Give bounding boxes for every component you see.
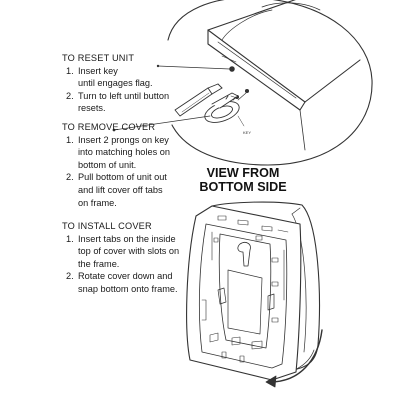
reset-heading: TO RESET UNIT xyxy=(62,53,135,63)
remove-leader-line xyxy=(113,115,211,131)
remove-step-1: 1.Insert 2 prongs on key into matching h… xyxy=(66,134,170,170)
install-heading: TO INSTALL COVER xyxy=(62,221,152,231)
install-step-2: 2.Rotate cover down and snap bottom onto… xyxy=(66,271,178,294)
reset-step-2: 2.Turn to left until button resets. xyxy=(66,90,170,114)
rotate-arrow-icon xyxy=(265,329,323,388)
unit-bottom-view xyxy=(186,201,320,381)
reset-step-1: 1.Insert key until engages flag. xyxy=(66,65,153,89)
unit-bottom-closeup xyxy=(207,0,361,151)
reset-key-icon xyxy=(174,83,247,127)
reset-instructions: TO RESET UNIT 1.Insert key until engages… xyxy=(62,52,169,115)
remove-heading: TO REMOVE COVER xyxy=(62,122,156,132)
remove-instructions: TO REMOVE COVER 1.Insert 2 prongs on key… xyxy=(62,121,170,209)
remove-step-2: 2.Pull bottom of unit out and lift cover… xyxy=(66,172,167,208)
reset-leader-line xyxy=(157,65,231,70)
install-step-1: 1.Insert tabs on the inside top of cover… xyxy=(66,233,180,269)
magnified-detail-circle xyxy=(167,0,373,166)
key-tag-label: KEY xyxy=(243,130,252,135)
install-instructions: TO INSTALL COVER 1.Insert tabs on the in… xyxy=(62,220,179,296)
view-from-bottom-label: VIEW FROM BOTTOM SIDE xyxy=(199,166,287,194)
